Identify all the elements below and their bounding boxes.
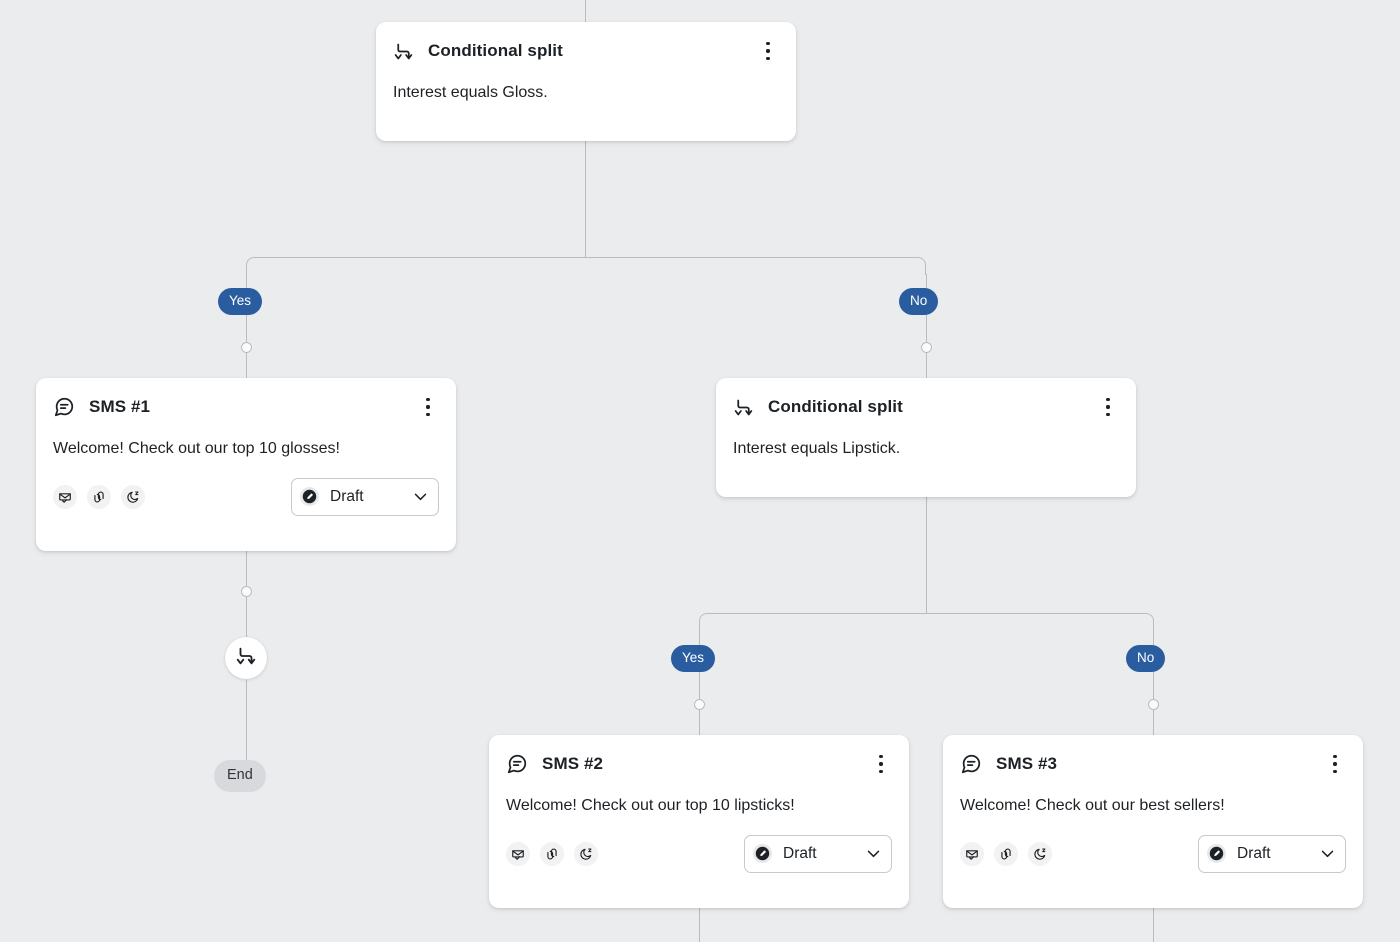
round-conditional-split-node[interactable]	[225, 637, 267, 679]
quiet-hours-icon[interactable]	[121, 484, 145, 509]
sms-bubble-icon	[960, 753, 982, 775]
card-body-text: Welcome! Check out our best sellers!	[960, 797, 1225, 814]
connector-top-bus-left	[246, 257, 586, 275]
draft-status-icon	[300, 487, 319, 507]
draft-status-icon	[753, 844, 772, 864]
connector-mid-yes-branch	[699, 630, 700, 735]
smart-sending-icon[interactable]	[960, 841, 984, 866]
utm-tracking-icon[interactable]	[87, 484, 111, 509]
connector-mid-no-branch	[1153, 630, 1154, 735]
branch-label-top-no[interactable]: No	[899, 288, 939, 315]
card-header: SMS #2	[506, 750, 892, 778]
card-header: SMS #1	[53, 393, 439, 421]
smart-sending-icon[interactable]	[53, 484, 77, 509]
footer-icon-group	[53, 484, 145, 509]
card-sms-1[interactable]: SMS #1 Welcome! Check out our top 10 glo…	[36, 378, 456, 551]
card-sms-3[interactable]: SMS #3 Welcome! Check out our best selle…	[943, 735, 1363, 908]
end-node[interactable]: End	[214, 760, 266, 792]
kebab-menu-icon[interactable]	[1097, 395, 1119, 419]
status-select-sms-3[interactable]: Draft	[1198, 834, 1346, 873]
footer-icon-group	[960, 841, 1052, 866]
conditional-split-icon	[235, 645, 257, 672]
card-title: Conditional split	[768, 397, 903, 416]
quiet-hours-icon[interactable]	[1028, 841, 1052, 866]
connector-top-split-out	[585, 141, 586, 257]
conditional-split-icon	[393, 41, 414, 62]
connector-dot-mid-no	[1148, 699, 1159, 710]
card-footer: Draft	[506, 834, 892, 889]
card-body-text: Welcome! Check out our top 10 lipsticks!	[506, 797, 795, 814]
status-label: Draft	[1237, 844, 1271, 862]
draft-status-icon	[1207, 844, 1226, 864]
connector-top-yes-branch	[246, 274, 247, 378]
connector-incoming-top	[585, 0, 586, 22]
conditional-split-icon	[733, 397, 754, 418]
kebab-menu-icon[interactable]	[1324, 752, 1346, 776]
card-body-text: Interest equals Gloss.	[393, 84, 548, 101]
chevron-down-icon	[865, 845, 882, 862]
card-body-text: Interest equals Lipstick.	[733, 440, 901, 457]
card-header: Conditional split	[733, 393, 1119, 421]
chevron-down-icon	[1319, 845, 1336, 862]
card-title: SMS #3	[996, 754, 1058, 773]
connector-dot-sms1-out	[241, 586, 252, 597]
chevron-down-icon	[412, 488, 429, 505]
smart-sending-icon[interactable]	[506, 841, 530, 866]
connector-mid-bus-right	[926, 613, 1154, 631]
card-body-text: Welcome! Check out our top 10 glosses!	[53, 440, 340, 457]
utm-tracking-icon[interactable]	[540, 841, 564, 866]
kebab-menu-icon[interactable]	[870, 752, 892, 776]
connector-mid-split-out	[926, 497, 927, 613]
connector-mid-bus-left	[699, 613, 927, 631]
kebab-menu-icon[interactable]	[417, 395, 439, 419]
connector-dot-mid-yes	[694, 699, 705, 710]
connector-dot-top-no	[921, 342, 932, 353]
connector-roundsplit-to-end	[246, 680, 247, 760]
connector-sms3-out	[1153, 908, 1154, 942]
card-conditional-split-mid[interactable]: Conditional split Interest equals Lipsti…	[716, 378, 1136, 497]
card-title: SMS #1	[89, 397, 151, 416]
status-label: Draft	[330, 487, 364, 505]
quiet-hours-icon[interactable]	[574, 841, 598, 866]
status-label: Draft	[783, 844, 817, 862]
card-header: Conditional split	[393, 37, 779, 65]
sms-bubble-icon	[506, 753, 528, 775]
kebab-menu-icon[interactable]	[757, 39, 779, 63]
status-select-sms-1[interactable]: Draft	[291, 477, 439, 516]
card-footer: Draft	[53, 477, 439, 532]
card-header: SMS #3	[960, 750, 1346, 778]
card-sms-2[interactable]: SMS #2 Welcome! Check out our top 10 lip…	[489, 735, 909, 908]
status-select-sms-2[interactable]: Draft	[744, 834, 892, 873]
card-title: Conditional split	[428, 41, 563, 60]
branch-label-mid-no[interactable]: No	[1126, 645, 1166, 672]
connector-sms2-out	[699, 908, 700, 942]
connector-top-bus-right	[585, 257, 926, 275]
connector-dot-top-yes	[241, 342, 252, 353]
card-conditional-split-top[interactable]: Conditional split Interest equals Gloss.	[376, 22, 796, 141]
sms-bubble-icon	[53, 396, 75, 418]
footer-icon-group	[506, 841, 598, 866]
branch-label-top-yes[interactable]: Yes	[218, 288, 263, 315]
utm-tracking-icon[interactable]	[994, 841, 1018, 866]
card-footer: Draft	[960, 834, 1346, 889]
connector-top-no-branch	[926, 274, 927, 378]
card-title: SMS #2	[542, 754, 604, 773]
branch-label-mid-yes[interactable]: Yes	[671, 645, 716, 672]
